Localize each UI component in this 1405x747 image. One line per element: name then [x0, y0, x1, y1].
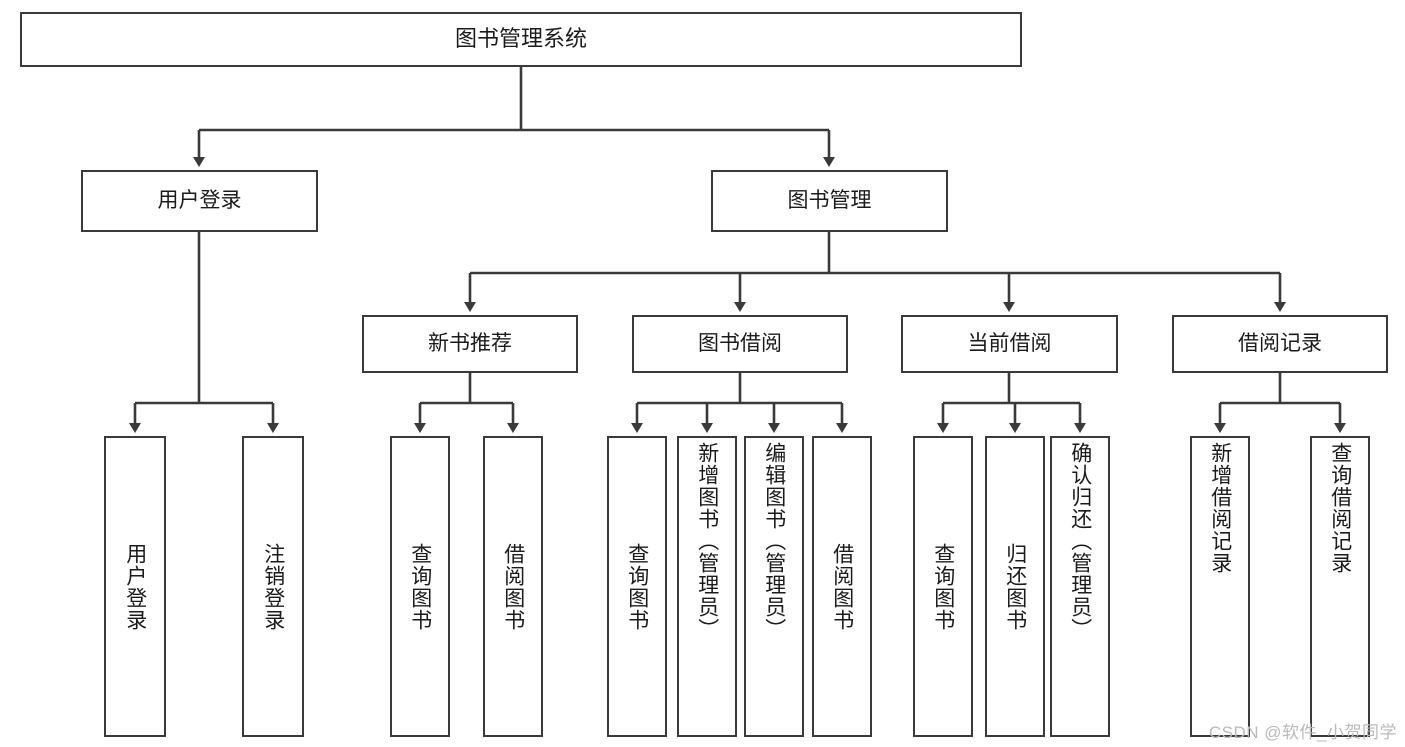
node-book-borrow[interactable]: 图书借阅 [632, 315, 848, 373]
node-leaf-borrow-book-1[interactable]: 借阅图书 [483, 436, 543, 737]
node-label: 图书管理系统 [454, 26, 587, 52]
node-leaf-edit-book[interactable]: 编辑图书（管理员） [744, 436, 804, 737]
node-label: 新增借阅记录 [1208, 442, 1232, 574]
node-root[interactable]: 图书管理系统 [20, 12, 1022, 67]
node-label: 借阅图书 [501, 542, 525, 631]
node-label: 查询图书 [625, 542, 649, 631]
node-label: 查询图书 [931, 542, 955, 631]
node-label: 编辑图书（管理员） [762, 442, 786, 640]
node-label: 确认归还（管理员） [1068, 442, 1092, 640]
node-label: 归还图书 [1003, 542, 1027, 631]
node-leaf-query-record[interactable]: 查询借阅记录 [1310, 436, 1370, 737]
node-leaf-query-book-2[interactable]: 查询图书 [607, 436, 667, 737]
csdn-watermark: CSDN @软件_小贺同学 [1208, 723, 1397, 742]
node-leaf-confirm-return[interactable]: 确认归还（管理员） [1050, 436, 1110, 737]
node-label: 用户登录 [157, 189, 242, 213]
node-leaf-borrow-book-2[interactable]: 借阅图书 [812, 436, 872, 737]
node-leaf-user-login[interactable]: 用户登录 [104, 436, 166, 737]
node-leaf-add-book[interactable]: 新增图书（管理员） [677, 436, 737, 737]
node-current-borrow[interactable]: 当前借阅 [901, 315, 1118, 373]
node-label: 注销登录 [261, 542, 285, 631]
node-label: 查询借阅记录 [1328, 442, 1352, 574]
node-leaf-add-record[interactable]: 新增借阅记录 [1190, 436, 1250, 737]
node-leaf-query-book-1[interactable]: 查询图书 [390, 436, 450, 737]
node-label: 借阅记录 [1238, 332, 1322, 356]
node-leaf-return-book[interactable]: 归还图书 [985, 436, 1045, 737]
node-label: 查询图书 [408, 542, 432, 631]
node-label: 新增图书（管理员） [695, 442, 719, 640]
node-borrow-record[interactable]: 借阅记录 [1172, 315, 1388, 373]
node-leaf-query-book-3[interactable]: 查询图书 [913, 436, 973, 737]
node-leaf-logout[interactable]: 注销登录 [242, 436, 304, 737]
node-label: 借阅图书 [830, 542, 854, 631]
node-label: 图书管理 [787, 189, 872, 213]
node-label: 用户登录 [123, 542, 147, 631]
node-label: 图书借阅 [698, 332, 782, 356]
node-label: 新书推荐 [428, 332, 512, 356]
node-book-manage[interactable]: 图书管理 [711, 170, 948, 232]
node-new-book-recommend[interactable]: 新书推荐 [362, 315, 578, 373]
node-user-login[interactable]: 用户登录 [81, 170, 318, 232]
node-label: 当前借阅 [967, 332, 1052, 356]
